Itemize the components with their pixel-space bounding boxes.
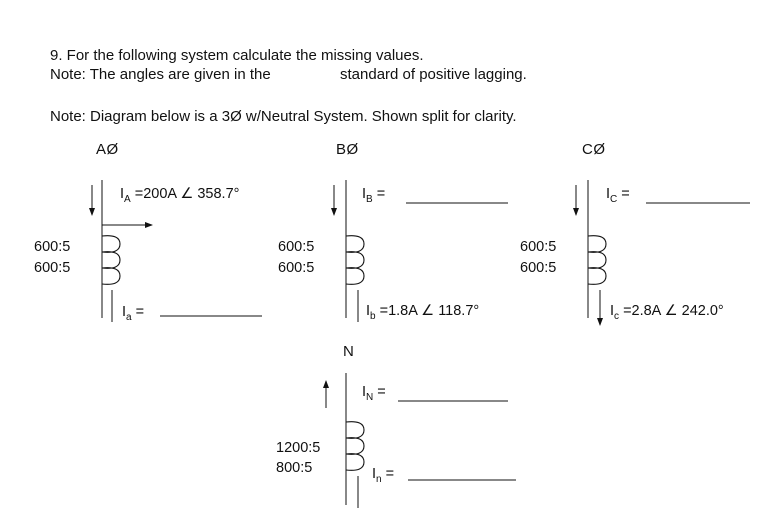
phase-a-primary-current: IA =200A ∠ 358.7° [120,186,240,205]
phase-a-ratio-1: 600:5 [34,239,71,255]
angle-symbol: ∠ [180,186,194,202]
phase-a-secondary-current: Ia = [122,304,145,323]
phase-a-ct [89,180,262,322]
phase-n-ct-coil [345,421,365,471]
phase-c-ct [573,180,750,326]
phase-n-ratio-1: 1200:5 [276,440,321,456]
phase-n-ratio-2: 800:5 [276,460,313,476]
phase-b-header: BØ [336,141,359,158]
phase-c-primary-current: IC = [606,186,630,205]
phase-b-ratio-1: 600:5 [278,239,315,255]
angle-symbol: ∠ [664,303,678,319]
phase-c-ratio-1: 600:5 [520,239,557,255]
phase-b-secondary-current: Ib =1.8A ∠ 118.7° [366,303,480,322]
phase-a-ratio-2: 600:5 [34,260,71,276]
phase-n-ct [323,373,516,508]
phase-n-secondary-current: In = [372,466,395,485]
question-line-3: Note: Diagram below is a 3Ø w/Neutral Sy… [50,108,517,125]
phase-b-primary-current: IB = [362,186,386,205]
phase-c-header: CØ [582,141,606,158]
phase-b-ct-coil [345,235,365,285]
question-line-1: 9. For the following system calculate th… [50,47,424,64]
phase-c-secondary-current: Ic =2.8A ∠ 242.0° [610,303,724,322]
phase-a-header: AØ [96,141,119,158]
phase-b-ratio-2: 600:5 [278,260,315,276]
phase-c-ct-coil [587,235,607,285]
phase-n-header: N [343,343,355,360]
question-line-2a: Note: The angles are given in the [50,66,271,83]
phase-c-ratio-2: 600:5 [520,260,557,276]
phase-b-ct [331,180,508,322]
phase-n-primary-current: IN = [362,384,386,403]
question-line-2b: standard of positive lagging. [340,66,527,83]
phase-a-ct-coil [101,235,121,285]
angle-symbol: ∠ [421,303,435,319]
